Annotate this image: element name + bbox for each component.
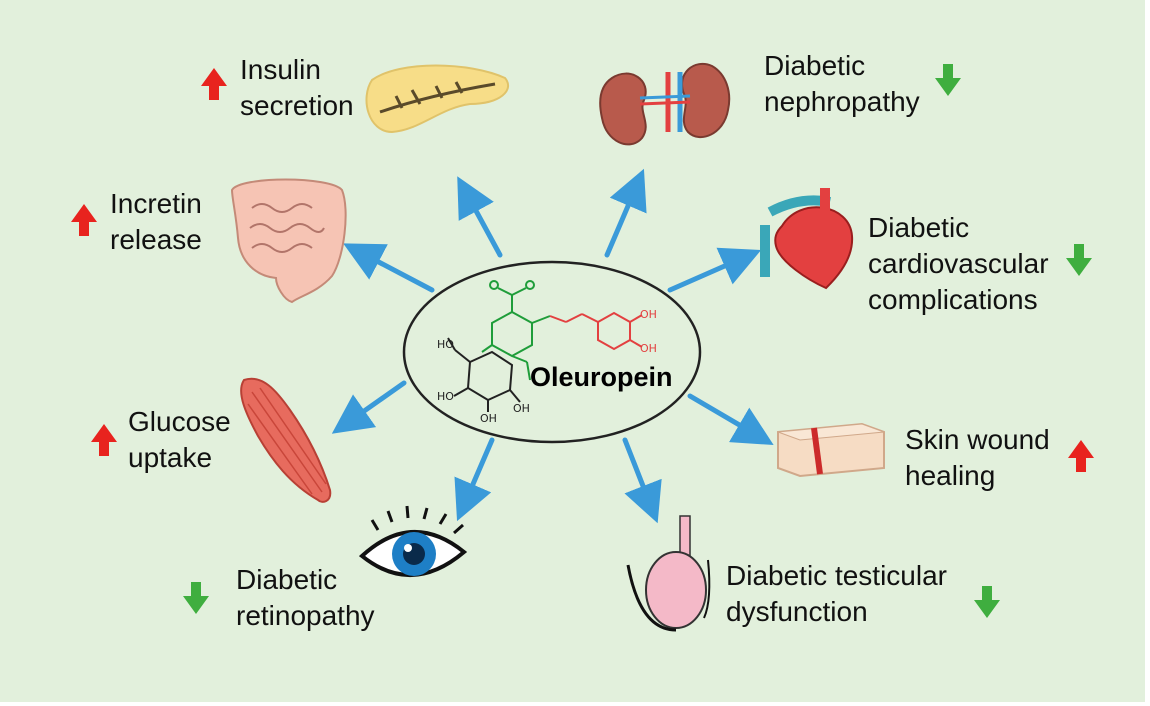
label-line: Incretin	[110, 188, 202, 219]
label-cardiovascular-complications: Diabetic cardiovascular complications	[868, 210, 1049, 318]
label-line: complications	[868, 284, 1038, 315]
label-line: Diabetic	[868, 212, 970, 243]
label-diabetic-retinopathy: Diabetic retinopathy	[236, 562, 375, 634]
label-testicular-dysfunction: Diabetic testicular dysfunction	[726, 558, 947, 630]
down-arrow-icon	[1066, 244, 1092, 276]
intestine-icon	[230, 178, 347, 304]
arrow-glucose	[331, 380, 407, 434]
label-insulin-secretion: Insulin secretion	[240, 52, 354, 124]
label-line: retinopathy	[236, 600, 375, 631]
svg-text:OH: OH	[640, 308, 657, 321]
molecule-structure	[447, 280, 643, 412]
center-ellipse	[402, 260, 702, 444]
label-line: Glucose	[128, 406, 231, 437]
label-line: secretion	[240, 90, 354, 121]
label-line: Skin wound	[905, 424, 1050, 455]
glucose-part	[447, 337, 521, 412]
svg-text:OH: OH	[640, 342, 657, 355]
up-arrow-icon	[91, 424, 117, 456]
kidney-icon	[599, 63, 731, 146]
label-line: uptake	[128, 442, 213, 473]
up-arrow-icon	[71, 204, 97, 236]
hydroxytyrosol-part	[549, 311, 643, 351]
up-arrow-icon	[201, 68, 227, 100]
down-arrow-icon	[935, 64, 961, 96]
center-compound-name: Oleuropein	[530, 362, 673, 392]
label-line: Diabetic	[764, 50, 866, 81]
label-incretin-release: Incretin release	[110, 186, 202, 258]
arrow-incretin	[343, 243, 435, 293]
arrow-wound	[687, 393, 774, 446]
svg-text:OH: OH	[513, 402, 530, 415]
label-line: nephropathy	[764, 86, 920, 117]
muscle-icon	[240, 377, 332, 503]
label-line: cardiovascular	[868, 248, 1049, 279]
arrow-insulin	[457, 176, 503, 258]
label-line: Insulin	[240, 54, 321, 85]
svg-text:HO: HO	[437, 390, 454, 403]
label-diabetic-nephropathy: Diabetic nephropathy	[764, 48, 920, 120]
label-line: release	[110, 224, 202, 255]
atom-labels: OH OH HO HO OH OH	[437, 308, 657, 425]
up-arrow-icon	[1068, 440, 1094, 472]
label-line: dysfunction	[726, 596, 868, 627]
arrow-retinopathy	[454, 437, 495, 522]
arrow-nephropathy	[604, 168, 647, 258]
down-arrow-icon	[183, 582, 209, 614]
arrow-cardio	[667, 247, 762, 293]
arrow-testicular	[622, 437, 662, 524]
svg-text:OH: OH	[480, 412, 497, 425]
heart-icon	[760, 188, 854, 290]
label-line: Diabetic	[236, 564, 338, 595]
label-skin-wound-healing: Skin wound healing	[905, 422, 1050, 494]
eye-icon	[358, 505, 468, 577]
down-arrow-icon	[974, 586, 1000, 618]
label-line: healing	[905, 460, 996, 491]
pancreas-icon	[365, 64, 510, 134]
skin-icon	[777, 422, 885, 478]
label-glucose-uptake: Glucose uptake	[128, 404, 231, 476]
secoiridoid-part	[481, 280, 551, 381]
label-line: Diabetic testicular	[726, 560, 947, 591]
svg-text:HO: HO	[437, 338, 454, 351]
indicator-arrows	[71, 64, 1094, 618]
testis-icon	[626, 515, 711, 632]
arrows	[331, 168, 774, 524]
